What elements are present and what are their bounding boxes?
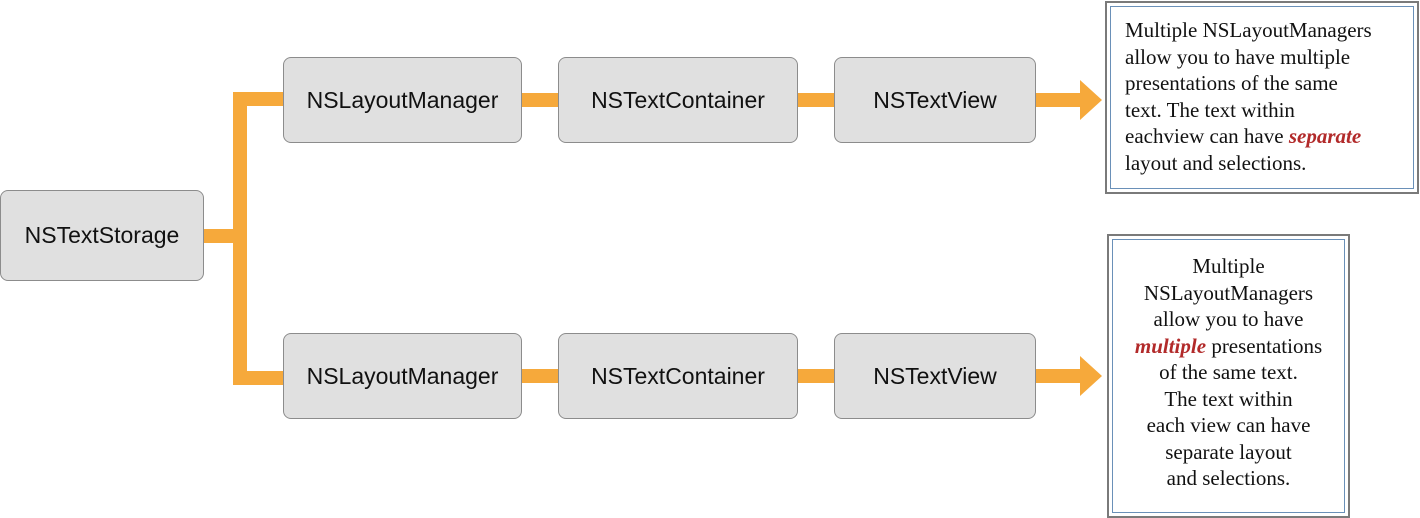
- layout-manager-node-bottom: NSLayoutManager: [283, 333, 522, 419]
- note-top-line: presentations of the same: [1125, 71, 1338, 95]
- branch-trunk: [233, 92, 247, 385]
- note-bottom-line: Multiple: [1192, 254, 1265, 278]
- note-bottom-line: NSLayoutManagers: [1143, 280, 1314, 305]
- note-top-line: layout and selections.: [1125, 150, 1307, 175]
- emphasis-multiple: multiple: [1134, 333, 1207, 358]
- note-top-text: Multiple NSLayoutManagers allow you to h…: [1110, 6, 1414, 189]
- note-bottom-line: of the same text.: [1159, 360, 1298, 384]
- note-top-line: text. The text within: [1125, 97, 1295, 122]
- note-bottom-line: multiple presentations: [1117, 333, 1340, 360]
- note-bottom-line4-text: presentations: [1206, 333, 1323, 358]
- note-bottom-line: and selections.: [1166, 466, 1291, 490]
- text-view-node-bottom: NSTextView: [834, 333, 1036, 419]
- note-bottom-text: Multiple NSLayoutManagers allow you to h…: [1112, 239, 1345, 513]
- note-bottom-line: separate layout: [1165, 439, 1292, 464]
- link-top-lm-tc: [520, 93, 560, 107]
- note-bottom-line: The text within: [1164, 386, 1293, 411]
- text-storage-node: NSTextStorage: [0, 190, 204, 281]
- note-top-line5-text: eachview can have: [1125, 124, 1289, 148]
- link-bottom-lm-tc: [520, 369, 560, 383]
- note-bottom-line: allow you to have: [1153, 307, 1304, 331]
- arrow-top: [1035, 80, 1102, 120]
- arrow-bottom: [1035, 356, 1102, 396]
- note-bottom: Multiple NSLayoutManagers allow you to h…: [1107, 234, 1350, 518]
- link-top-tc-tv: [796, 93, 836, 107]
- note-top-line: eachview can have separate: [1125, 123, 1407, 150]
- layout-manager-node-top: NSLayoutManager: [283, 57, 522, 143]
- text-container-node-top: NSTextContainer: [558, 57, 798, 143]
- note-top: Multiple NSLayoutManagers allow you to h…: [1105, 1, 1419, 194]
- note-top-line: Multiple NSLayoutManagers: [1125, 18, 1372, 42]
- note-top-line: allow you to have multiple: [1125, 44, 1351, 69]
- emphasis-separate: separate: [1288, 124, 1362, 148]
- link-bottom-tc-tv: [796, 369, 836, 383]
- text-view-node-top: NSTextView: [834, 57, 1036, 143]
- text-container-node-bottom: NSTextContainer: [558, 333, 798, 419]
- branch-bottom: [233, 371, 285, 385]
- branch-top: [233, 92, 285, 106]
- note-bottom-line: each view can have: [1146, 413, 1311, 437]
- storage-connector: [203, 229, 239, 243]
